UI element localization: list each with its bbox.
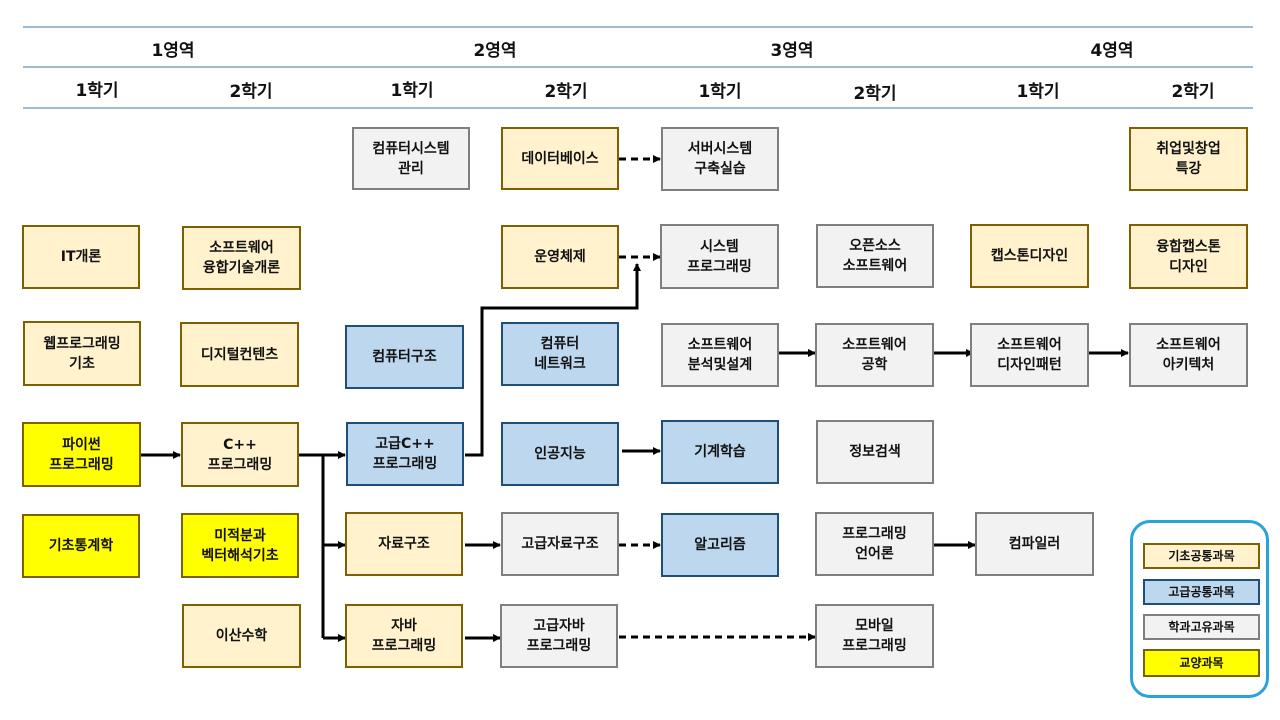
legend-advanced-common: 고급공통과목 <box>1143 579 1260 605</box>
course-python-prog: 파이썬 프로그래밍 <box>22 422 141 487</box>
course-computer-network: 컴퓨터 네트워크 <box>501 322 619 386</box>
course-database: 데이터베이스 <box>501 127 619 190</box>
semester-header: 2학기 <box>229 82 273 102</box>
semester-header: 1학기 <box>75 81 119 101</box>
course-open-source-sw: 오픈소스 소프트웨어 <box>816 224 934 288</box>
course-advanced-java: 고급자바 프로그래밍 <box>500 604 618 668</box>
semester-header: 1학기 <box>1016 82 1060 102</box>
course-sw-analysis-design: 소프트웨어 분석및설계 <box>661 323 779 387</box>
legend-department: 학과고유과목 <box>1143 614 1260 640</box>
header-line-bottom <box>23 107 1253 109</box>
course-info-retrieval: 정보검색 <box>816 420 934 484</box>
course-java-prog: 자바 프로그래밍 <box>345 604 463 668</box>
course-calculus-vector: 미적분과 벡터해석기초 <box>181 513 299 578</box>
header-line-top <box>23 26 1253 28</box>
course-sw-architecture: 소프트웨어 아키텍처 <box>1129 323 1248 387</box>
course-it-intro: IT개론 <box>22 225 140 289</box>
course-algorithms: 알고리즘 <box>661 513 779 577</box>
header-line-middle <box>23 66 1253 68</box>
course-programming-languages: 프로그래밍 언어론 <box>815 512 934 576</box>
course-data-structure: 자료구조 <box>345 512 463 576</box>
course-sw-design-patterns: 소프트웨어 디자인패턴 <box>970 323 1089 387</box>
legend: 기초공통과목 고급공통과목 학과고유과목 교양과목 <box>1130 520 1269 698</box>
course-advanced-cpp: 고급C++ 프로그래밍 <box>346 422 464 486</box>
course-discrete-math: 이산수학 <box>182 604 301 668</box>
course-sw-convergence-intro: 소프트웨어 융합기술개론 <box>182 226 301 290</box>
course-compiler: 컴파일러 <box>975 512 1094 576</box>
course-artificial-intelligence: 인공지능 <box>501 422 619 486</box>
course-sw-engineering: 소프트웨어 공학 <box>815 323 934 387</box>
course-cpp-prog: C++ 프로그래밍 <box>181 422 299 487</box>
course-advanced-data-structure: 고급자료구조 <box>501 512 619 576</box>
area-header-4: 4영역 <box>1090 41 1134 61</box>
course-system-programming: 시스템 프로그래밍 <box>660 224 779 289</box>
course-basic-stats: 기초통계학 <box>22 514 140 578</box>
area-header-2: 2영역 <box>473 41 517 61</box>
course-web-prog-basic: 웹프로그래밍 기초 <box>23 321 141 386</box>
course-machine-learning: 기계학습 <box>661 420 779 484</box>
course-employment-startup: 취업및창업 특강 <box>1129 127 1248 191</box>
legend-basic-common: 기초공통과목 <box>1143 543 1260 569</box>
course-capstone-design: 캡스톤디자인 <box>970 224 1089 288</box>
area-header-3: 3영역 <box>770 41 814 61</box>
semester-header: 2학기 <box>544 82 588 102</box>
semester-header: 2학기 <box>1171 82 1215 102</box>
course-mobile-programming: 모바일 프로그래밍 <box>815 604 934 668</box>
semester-header: 2학기 <box>853 84 897 104</box>
course-operating-system: 운영체제 <box>501 225 619 289</box>
course-computer-system-mgmt: 컴퓨터시스템 관리 <box>352 127 470 190</box>
legend-liberal-arts: 교양과목 <box>1143 649 1260 677</box>
course-server-system-practice: 서버시스템 구축실습 <box>661 127 779 191</box>
course-computer-architecture: 컴퓨터구조 <box>345 325 464 389</box>
semester-header: 1학기 <box>390 81 434 101</box>
semester-header: 1학기 <box>698 82 742 102</box>
course-convergence-capstone: 융합캡스톤 디자인 <box>1129 224 1248 289</box>
area-header-1: 1영역 <box>151 41 195 61</box>
course-digital-contents: 디지털컨텐츠 <box>180 322 299 387</box>
arrow-advanced-cpp-to-system-programming <box>465 263 641 457</box>
